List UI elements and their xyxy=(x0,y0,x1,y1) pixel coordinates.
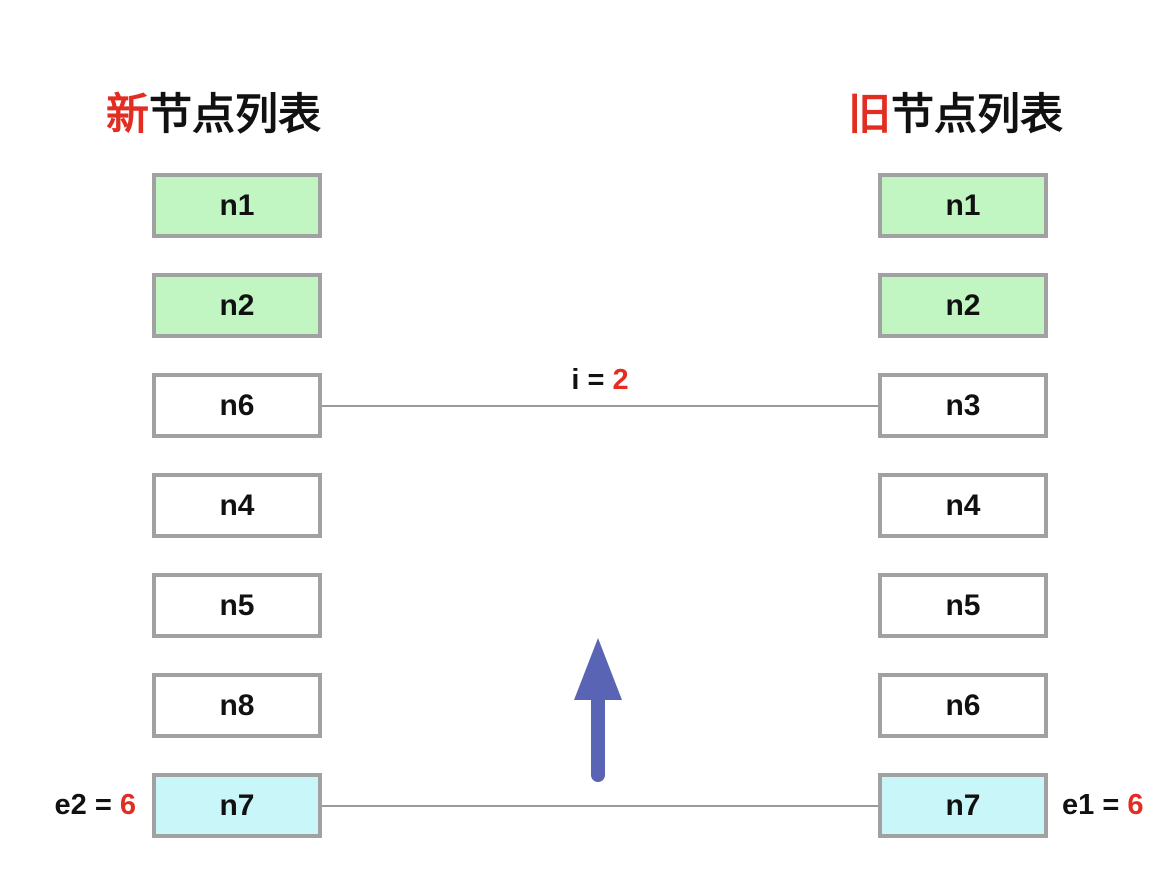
new-node-n6: n6 xyxy=(152,373,322,438)
old-list-title: 旧节点列表 xyxy=(848,80,1063,142)
new-node-n4: n4 xyxy=(152,473,322,538)
new-node-n1: n1 xyxy=(152,173,322,238)
index-pointer-prefix: i = xyxy=(571,364,613,396)
old-node-n6: n6 xyxy=(878,673,1048,738)
index-pointer-label: i = 2 xyxy=(480,364,720,397)
old-end-pointer-label: e1 = 6 xyxy=(1062,789,1143,822)
index-pointer-value: 2 xyxy=(612,364,629,396)
new-node-n7: n7 xyxy=(152,773,322,838)
new-node-n2: n2 xyxy=(152,273,322,338)
old-node-n7: n7 xyxy=(878,773,1048,838)
connector-line-index xyxy=(322,405,878,407)
new-node-column: n1 n2 n6 n4 n5 n8 n7 xyxy=(152,0,322,880)
old-node-n4: n4 xyxy=(878,473,1048,538)
old-end-pointer-value: 6 xyxy=(1127,789,1144,821)
connector-line-end xyxy=(322,805,878,807)
old-node-column: n1 n2 n3 n4 n5 n6 n7 xyxy=(878,0,1048,880)
new-end-pointer-prefix: e2 = xyxy=(54,789,120,821)
up-arrow-icon xyxy=(574,638,622,782)
old-node-n5: n5 xyxy=(878,573,1048,638)
up-arrow-shape xyxy=(574,638,622,782)
old-node-n3: n3 xyxy=(878,373,1048,438)
new-list-title: 新节点列表 xyxy=(106,80,321,142)
old-end-pointer-prefix: e1 = xyxy=(1062,789,1128,821)
new-end-pointer-label: e2 = 6 xyxy=(30,789,136,822)
old-list-title-rest: 节点列表 xyxy=(891,91,1063,139)
new-list-title-highlight: 新 xyxy=(106,91,149,139)
old-node-n2: n2 xyxy=(878,273,1048,338)
new-node-n5: n5 xyxy=(152,573,322,638)
old-list-title-highlight: 旧 xyxy=(848,91,891,139)
new-node-n8: n8 xyxy=(152,673,322,738)
new-end-pointer-value: 6 xyxy=(119,789,136,821)
new-list-title-rest: 节点列表 xyxy=(149,91,321,139)
old-node-n1: n1 xyxy=(878,173,1048,238)
